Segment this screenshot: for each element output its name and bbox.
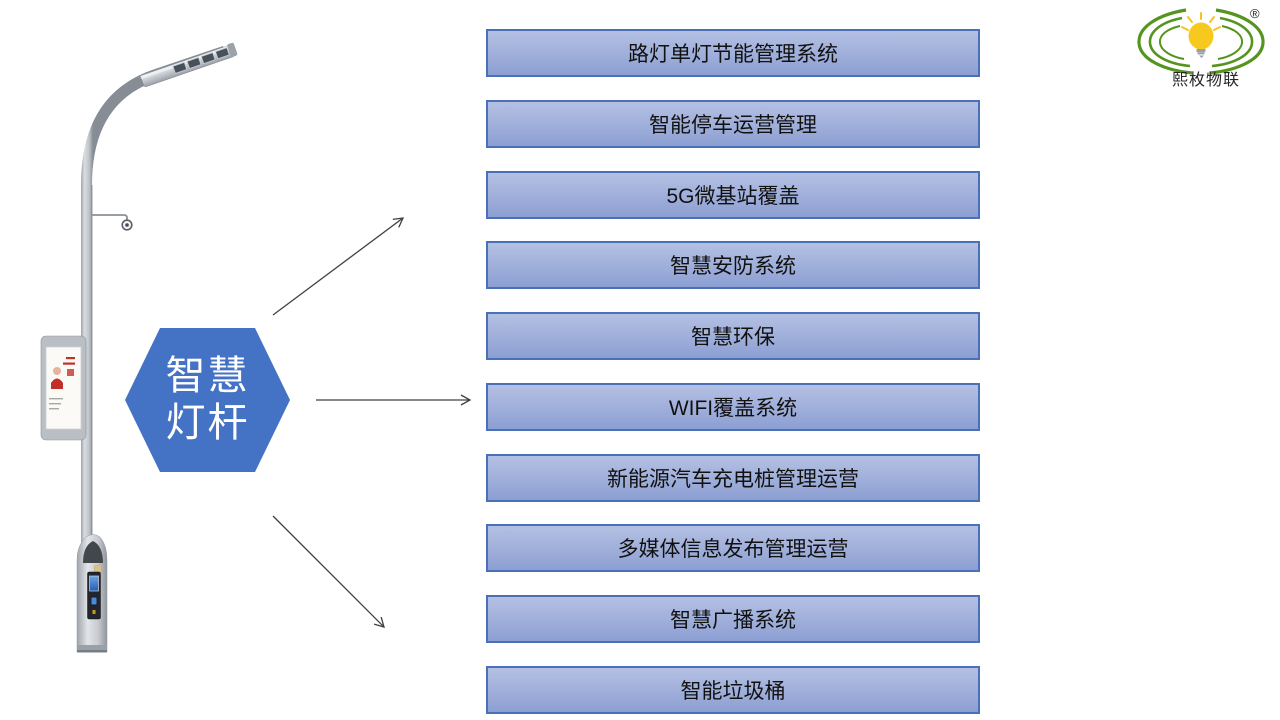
- feature-box-5g: 5G微基站覆盖: [486, 170, 980, 219]
- feature-box-trash: 智能垃圾桶: [486, 665, 980, 714]
- led-modules-icon: [172, 47, 230, 74]
- feature-box-ev-charging: 新能源汽车充电桩管理运营: [486, 453, 980, 502]
- hexagon-label-line1: 智慧: [165, 354, 250, 398]
- charging-panel-icon: [87, 571, 101, 620]
- arrow-up-icon: [272, 217, 405, 316]
- camera-icon: [92, 214, 133, 231]
- feature-box-security: 智慧安防系统: [486, 241, 980, 290]
- feature-box-environment: 智慧环保: [486, 312, 980, 361]
- hexagon-label: 智慧 灯杆: [125, 328, 290, 472]
- lamp-head: [140, 42, 238, 87]
- company-name: 熙枚物联: [1171, 72, 1240, 89]
- hexagon-shape: [125, 328, 290, 472]
- hexagon-label-line2: 灯杆: [165, 401, 250, 445]
- feature-box-broadcast: 智慧广播系统: [486, 595, 980, 644]
- feature-box-wifi: WIFI覆盖系统: [486, 382, 980, 431]
- feature-box-street-light: 路灯单灯节能管理系统: [486, 29, 980, 77]
- company-logo-icon: [1137, 8, 1265, 75]
- light-bulb-icon: [1181, 12, 1221, 58]
- pole-base: [76, 534, 108, 653]
- connector-arrows: [272, 217, 472, 628]
- arrow-down-icon: [272, 515, 385, 628]
- feature-box-parking: 智能停车运营管理: [486, 99, 980, 148]
- street-light-pole-illustration: [40, 42, 238, 653]
- feature-box-multimedia: 多媒体信息发布管理运营: [486, 524, 980, 573]
- logo-green-arcs-icon: [1137, 8, 1265, 75]
- feature-list: 路灯单灯节能管理系统 智能停车运营管理 5G微基站覆盖 智慧安防系统 智慧环保 …: [486, 29, 980, 714]
- ad-display-screen: [40, 335, 87, 441]
- registered-trademark-icon: ®: [1250, 6, 1260, 21]
